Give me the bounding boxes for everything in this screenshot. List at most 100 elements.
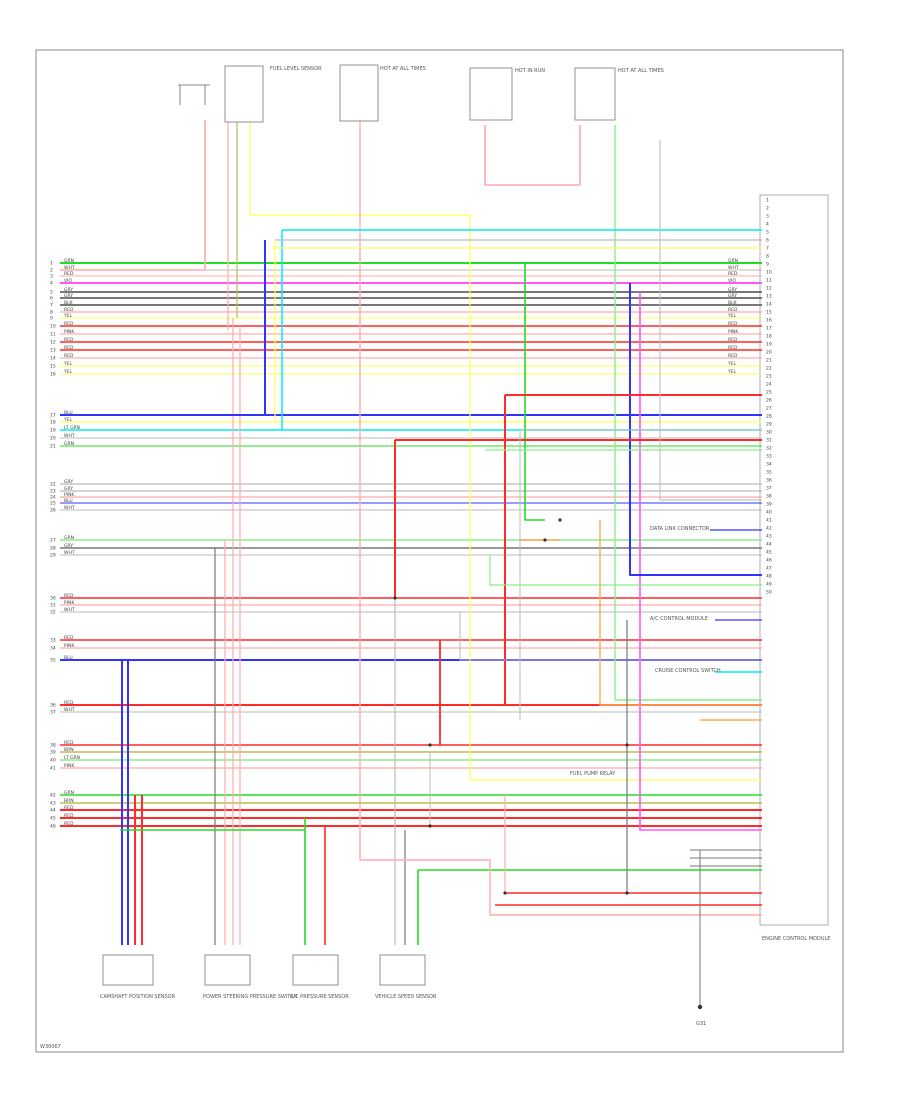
top-component-3: [469, 67, 513, 121]
bottom-component-camshaft: [102, 954, 154, 986]
wire-color-code: RED: [64, 353, 74, 359]
top-component-4: [574, 67, 616, 121]
wire-color-code: RED: [64, 307, 74, 313]
left-pin-number: 22: [50, 482, 56, 488]
top-component-label: HOT AT ALL TIMES: [380, 66, 426, 72]
right-pin-number: 5: [766, 230, 769, 236]
wire-color-code: PINK: [64, 600, 75, 606]
wire-color-code: YEL: [727, 369, 737, 375]
wire-color-code: RED: [728, 353, 738, 359]
right-pin-number: 39: [766, 502, 772, 508]
right-pin-number: 11: [766, 278, 772, 284]
splice-dot: [543, 538, 547, 542]
right-pin-number: 42: [766, 526, 772, 532]
bottom-component-ac-sensor: [292, 954, 339, 986]
wire-color-code: RED: [64, 813, 74, 819]
top-component-label: HOT AT ALL TIMES: [618, 68, 664, 74]
splice-dot: [428, 824, 432, 828]
right-pin-number: 20: [766, 350, 772, 356]
left-pin-number: 16: [50, 372, 56, 378]
wire-color-code: GRY: [64, 287, 73, 293]
wire-color-code: GRY: [64, 486, 73, 492]
annotation-label: A/C CONTROL MODULE: [650, 616, 708, 622]
right-pin-number: 21: [766, 358, 772, 364]
wire-color-code: RED: [64, 821, 74, 827]
ground-label: G31: [696, 1021, 706, 1027]
left-pin-number: 29: [50, 553, 56, 559]
wire-color-code: WHT: [64, 433, 75, 439]
wire-color-code: PINK: [64, 329, 75, 335]
top-component-1: [178, 65, 264, 123]
left-pin-number: 32: [50, 610, 56, 616]
left-pin-number: 46: [50, 824, 56, 830]
right-pin-number: 38: [766, 494, 772, 500]
wire-color-code: LT GRN: [64, 755, 80, 761]
right-pin-number: 31: [766, 438, 772, 444]
left-pin-number: 1: [50, 261, 53, 267]
riser-wire: [659, 140, 762, 501]
right-pin-number: 15: [766, 310, 772, 316]
riser-wire: [489, 555, 762, 586]
wire-color-code: YEL: [63, 313, 73, 319]
left-pin-number: 42: [50, 793, 56, 799]
right-pin-number: 9: [766, 262, 769, 268]
bottom-component-label: POWER STEERING PRESSURE SWITCH: [203, 994, 298, 1000]
ground-symbol: G31: [696, 850, 706, 1027]
left-pin-number: 43: [50, 801, 56, 807]
wire-color-code: BRN: [64, 747, 74, 753]
bottom-component-label: CAMSHAFT POSITION SENSOR: [100, 994, 176, 1000]
top-wire: [60, 240, 266, 416]
top-component-2: [339, 64, 379, 122]
wire-color-code: VIO: [728, 278, 736, 284]
left-pin-number: 24: [50, 495, 56, 501]
right-pin-labels: 1234567891011121314151617181920212223242…: [570, 198, 830, 943]
right-pin-number: 2: [766, 206, 769, 212]
left-pin-number: 38: [50, 743, 56, 749]
right-pin-number: 14: [766, 302, 772, 308]
wire-color-code: YEL: [63, 361, 73, 367]
left-pin-number: 39: [50, 750, 56, 756]
left-pin-number: 35: [50, 658, 56, 664]
right-pin-number: 49: [766, 582, 772, 588]
left-pin-number: 11: [50, 332, 56, 338]
right-pin-number: 1: [766, 198, 769, 204]
left-pin-number: 13: [50, 348, 56, 354]
bottom-component-label: VEHICLE SPEED SENSOR: [375, 994, 437, 1000]
right-pin-number: 37: [766, 486, 772, 492]
left-pin-number: 4: [50, 281, 53, 287]
annotation-label: FUEL PUMP RELAY: [570, 771, 616, 777]
riser-wire: [459, 612, 762, 661]
right-pin-number: 23: [766, 374, 772, 380]
left-pin-number: 45: [50, 816, 56, 822]
right-pin-number: 28: [766, 414, 772, 420]
diagram-frame: [35, 49, 844, 1053]
left-pin-number: 21: [50, 444, 56, 450]
right-pin-number: 24: [766, 382, 772, 388]
wire-color-code: PINK: [64, 643, 75, 649]
annotation-label: DATA LINK CONNECTOR: [650, 526, 710, 532]
wire-color-code: GRY: [64, 479, 73, 485]
left-pin-number: 9: [50, 316, 53, 322]
wire-color-code: RED: [64, 337, 74, 343]
wire-color-code: WHT: [728, 265, 739, 271]
left-pin-number: 3: [50, 274, 53, 280]
left-pin-number: 36: [50, 703, 56, 709]
right-pin-number: 44: [766, 542, 772, 548]
wire-color-code: PINK: [64, 492, 75, 498]
wire-color-code: GRY: [64, 543, 73, 549]
right-pin-number: 40: [766, 510, 772, 516]
right-pin-number: 8: [766, 254, 769, 260]
right-pin-number: 25: [766, 390, 772, 396]
wire-color-code: WHT: [64, 265, 75, 271]
right-pin-number: 41: [766, 518, 772, 524]
left-pin-number: 15: [50, 364, 56, 370]
wire-color-code: WHT: [64, 550, 75, 556]
right-pin-number: 7: [766, 246, 769, 252]
left-pin-number: 23: [50, 489, 56, 495]
wire-color-code: BLU: [64, 498, 73, 504]
wire-color-code: BLK: [728, 300, 738, 306]
left-pin-number: 26: [50, 508, 56, 514]
riser-wire: [639, 292, 762, 831]
wire-group: [60, 120, 762, 945]
